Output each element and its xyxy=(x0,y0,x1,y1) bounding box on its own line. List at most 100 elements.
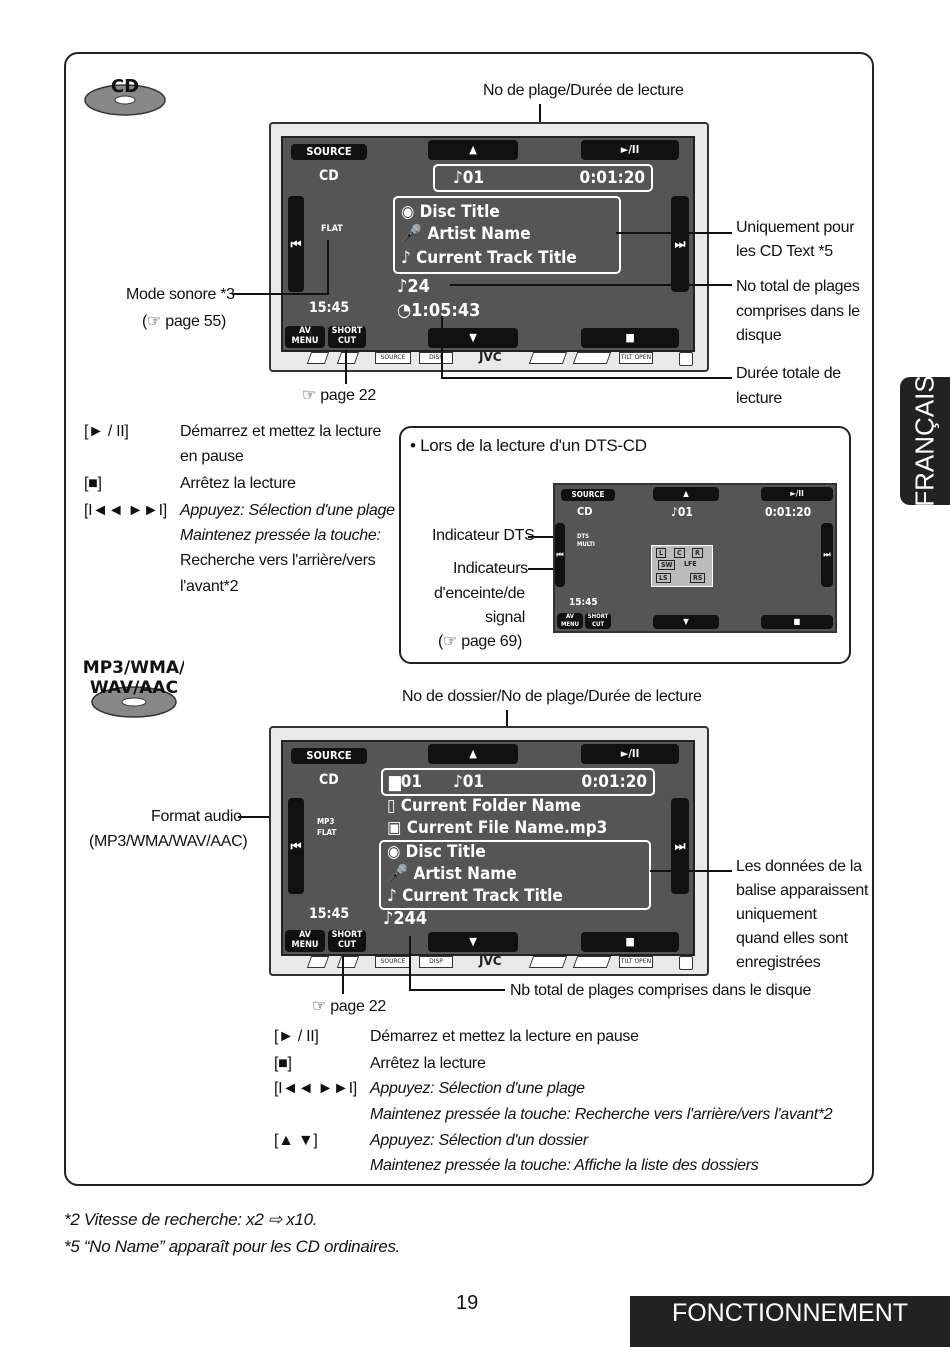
stop-button[interactable]: ■ xyxy=(581,328,679,348)
file-name: ▣ Current File Name.mp3 xyxy=(387,818,608,838)
cd-device: SOURCE ▲ ►/II CD ♪01 0:01:20 ⏮ ⏭ FLAT ◉ … xyxy=(269,122,709,372)
sound-mode: FLAT xyxy=(321,224,343,234)
mp3-panel-disp[interactable]: DISP xyxy=(419,956,453,968)
cd-key-3: [I◄◄ ►►I] xyxy=(84,502,167,519)
source-button[interactable]: SOURCE xyxy=(291,144,367,160)
dts-av-button[interactable]: AV MENU xyxy=(557,613,583,629)
artist-name: 🎤 Artist Name xyxy=(401,224,531,244)
control-panel: SOURCE DISP JVC TILT OPEN xyxy=(279,350,699,366)
mp3-mode: CD xyxy=(319,772,339,788)
label-speaker-4: (☞ page 69) xyxy=(438,633,522,650)
mp3-label-page22: ☞ page 22 xyxy=(312,998,386,1015)
av-menu-button[interactable]: AV MENU xyxy=(285,326,325,348)
dts-stop-button[interactable]: ■ xyxy=(761,615,833,629)
folder-name: ▯ Current Folder Name xyxy=(387,796,581,816)
label-format-2: (MP3/WMA/WAV/AAC) xyxy=(89,833,248,850)
mp3-format: MP3 FLAT xyxy=(317,817,337,837)
section-footer: FONCTIONNEMENT xyxy=(630,1296,950,1347)
play-time: 0:01:20 xyxy=(579,168,645,188)
dts-up-button[interactable]: ▲ xyxy=(653,487,719,501)
dts-down-button[interactable]: ▼ xyxy=(653,615,719,629)
dts-clock: 15:45 xyxy=(569,597,598,608)
up-button[interactable]: ▲ xyxy=(428,140,518,160)
dts-time: 0:01:20 xyxy=(765,505,812,519)
mp3-prev-button[interactable]: ⏮ xyxy=(288,798,304,894)
label-mp3-total: Nb total de plages comprises dans le dis… xyxy=(510,982,812,999)
dts-source-button[interactable]: SOURCE xyxy=(561,489,615,501)
play-pause-button[interactable]: ►/II xyxy=(581,140,679,160)
mp3-key-4: [▲ ▼] xyxy=(274,1132,318,1149)
dts-track: ♪01 xyxy=(671,505,693,519)
cd-key-1: [► / II] xyxy=(84,423,129,440)
label-tag-2: balise apparaissent xyxy=(736,882,869,899)
mp3-desc-4a: Appuyez: Sélection d'un dossier xyxy=(370,1132,588,1149)
label-total-2: comprises dans le xyxy=(736,303,860,320)
label-speaker-1: Indicateurs xyxy=(453,560,528,577)
mp3-track-number: ♪01 xyxy=(453,772,485,792)
mp3-track-frame: ▆01 ♪01 0:01:20 xyxy=(381,768,655,796)
short-cut-button[interactable]: SHORT CUT xyxy=(328,326,366,348)
language-tab: FRANÇAIS xyxy=(900,375,950,507)
mp3-next-button[interactable]: ⏭ xyxy=(671,798,689,894)
cd-desc-3b: Maintenez pressée la touche: xyxy=(180,527,381,544)
mp3-up-button[interactable]: ▲ xyxy=(428,744,518,764)
track-title: ♪ Current Track Title xyxy=(401,248,577,268)
cd-desc-1a: Démarrez et mettez la lecture xyxy=(180,423,382,440)
mp3-desc-3b: Maintenez pressée la touche: Recherche v… xyxy=(370,1106,833,1123)
dts-next[interactable]: ⏭ xyxy=(821,523,833,587)
main-frame xyxy=(64,52,874,1186)
mp3-label-top: No de dossier/No de plage/Durée de lectu… xyxy=(402,688,702,705)
cd-desc-1b: en pause xyxy=(180,448,244,465)
track-number: ♪01 xyxy=(453,168,485,188)
mp3-panel-source[interactable]: SOURCE xyxy=(375,956,411,968)
dts-prev[interactable]: ⏮ xyxy=(555,523,565,587)
label-page22: ☞ page 22 xyxy=(302,387,376,404)
dts-screen: SOURCE ▲ ►/II CD ♪01 0:01:20 ⏮ ⏭ DTS MUL… xyxy=(553,483,837,633)
tilt-open-button[interactable]: TILT OPEN xyxy=(619,352,653,364)
mp3-play-time: 0:01:20 xyxy=(581,772,647,792)
mp3-stop-button[interactable]: ■ xyxy=(581,932,679,952)
label-tag-3: uniquement xyxy=(736,906,817,923)
mp3-artist: 🎤 Artist Name xyxy=(387,864,517,884)
label-total-1: No total de plages xyxy=(736,278,860,295)
mp3-av-button[interactable]: AV MENU xyxy=(285,930,325,952)
jvc-brand: JVC xyxy=(479,350,502,364)
dts-short-button[interactable]: SHORT CUT xyxy=(585,613,611,629)
track-frame: ♪01 0:01:20 xyxy=(433,164,653,192)
label-tag-1: Les données de la xyxy=(736,858,862,875)
folder-number: ▆01 xyxy=(389,772,423,792)
mp3-source-button[interactable]: SOURCE xyxy=(291,748,367,764)
cd-logo-text: CD xyxy=(111,76,139,97)
page-number: 19 xyxy=(456,1292,479,1314)
mp3-logo: MP3/WMA/ WAV/AAC xyxy=(84,658,184,718)
dts-play-button[interactable]: ►/II xyxy=(761,487,833,501)
panel-disp-button[interactable]: DISP xyxy=(419,352,453,364)
mp3-desc-4b: Maintenez pressée la touche: Affiche la … xyxy=(370,1157,759,1174)
label-total-3: disque xyxy=(736,327,782,344)
label-tag-4: quand elles sont xyxy=(736,930,848,947)
track-count: ♪24 xyxy=(397,276,430,297)
mp3-control-panel: SOURCE DISP JVC TILT OPEN xyxy=(279,954,699,970)
panel-source-button[interactable]: SOURCE xyxy=(375,352,411,364)
footnote-2: *2 Vitesse de recherche: x2 ⇨ x10. xyxy=(64,1210,318,1229)
label-dts: Indicateur DTS xyxy=(432,527,535,544)
mp3-tilt-open[interactable]: TILT OPEN xyxy=(619,956,653,968)
dts-box xyxy=(399,426,851,664)
mp3-play-button[interactable]: ►/II xyxy=(581,744,679,764)
footnote-5: *5 “No Name” apparaît pour les CD ordina… xyxy=(64,1237,401,1256)
disc-title: ◉ Disc Title xyxy=(401,202,500,222)
down-button[interactable]: ▼ xyxy=(428,328,518,348)
mp3-desc-1a: Démarrez et mettez la lecture en pause xyxy=(370,1028,639,1045)
next-button[interactable]: ⏭ xyxy=(671,196,689,292)
mp3-jvc-brand: JVC xyxy=(479,954,502,968)
cd-screen: SOURCE ▲ ►/II CD ♪01 0:01:20 ⏮ ⏭ FLAT ◉ … xyxy=(281,136,695,352)
clock: 15:45 xyxy=(309,300,350,316)
label-mode: Mode sonore *3 xyxy=(126,286,235,303)
mp3-short-button[interactable]: SHORT CUT xyxy=(328,930,366,952)
mp3-key-1: [► / II] xyxy=(274,1028,319,1045)
mp3-disc-title: ◉ Disc Title xyxy=(387,842,486,862)
prev-button[interactable]: ⏮ xyxy=(288,196,304,292)
mp3-down-button[interactable]: ▼ xyxy=(428,932,518,952)
label-speaker-3: signal xyxy=(485,609,526,626)
speaker-indicators: L C R SW LFE LS RS xyxy=(651,545,713,587)
